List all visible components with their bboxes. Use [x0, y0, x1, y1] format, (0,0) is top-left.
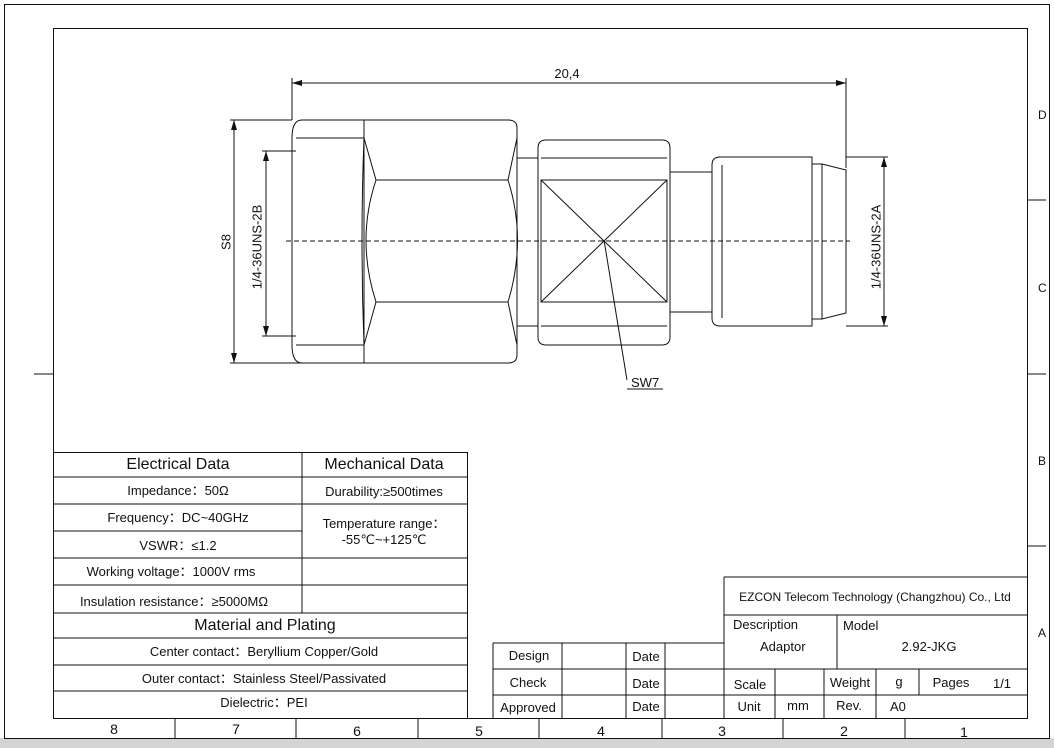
wrench-body	[537, 139, 671, 346]
spec-durability: Durability:≥500times	[325, 484, 443, 499]
spec-dielectric: Dielectric：PEI	[220, 695, 308, 710]
grid-col-8: 8	[110, 721, 118, 737]
dim-thread-right-label: 1/4-36UNS-2A	[868, 204, 884, 290]
electrical-data-title: Electrical Data	[126, 456, 230, 473]
dim-wrench-label: SW7	[631, 375, 660, 390]
title-block-lines	[723, 576, 1027, 718]
grid-col-4: 4	[597, 723, 605, 739]
spec-vswr: VSWR：≤1.2	[139, 538, 217, 553]
grid-row-c: C	[1038, 281, 1047, 295]
weight-label: Weight	[829, 675, 871, 690]
bottom-scroll-strip	[0, 738, 1054, 748]
dim-thread-left-label: 1/4-36UNS-2B	[249, 204, 265, 290]
spec-temperature-label: Temperature range：	[322, 516, 446, 531]
grid-row-d: D	[1038, 108, 1047, 122]
hex-nut	[363, 119, 518, 364]
spec-outer-contact: Outer contact：Stainless Steel/Passivated	[141, 671, 387, 686]
connector-drawing	[291, 119, 847, 390]
grid-row-a: A	[1038, 626, 1047, 640]
grid-col-1: 1	[960, 724, 968, 740]
dim-hex-label: S8	[218, 234, 234, 250]
dimension-arrows	[231, 80, 887, 363]
spec-center-contact: Center contact：Beryllium Copper/Gold	[149, 644, 379, 659]
grid-col-6: 6	[353, 723, 361, 739]
approved-date-label: Date	[632, 699, 660, 714]
grid-col-5: 5	[475, 723, 483, 739]
model-value: 2.92-JKG	[901, 639, 957, 654]
scale-label: Scale	[733, 677, 767, 692]
check-label: Check	[509, 675, 547, 690]
spec-table-lines	[53, 452, 468, 719]
dimension-lines	[230, 78, 888, 364]
weight-value: g	[895, 674, 903, 689]
rev-label: Rev.	[836, 698, 862, 713]
spec-impedance: Impedance：50Ω	[127, 483, 229, 498]
company-name: EZCON Telecom Technology (Changzhou) Co.…	[739, 590, 1011, 604]
spec-frequency: Frequency：DC~40GHz	[107, 510, 249, 525]
grid-col-2: 2	[840, 723, 848, 739]
material-plating-title: Material and Plating	[194, 617, 336, 634]
dim-length-label: 20,4	[554, 66, 580, 81]
spec-insulation: Insulation resistance：≥5000MΩ	[79, 594, 269, 609]
threaded-plug	[711, 156, 813, 327]
design-date-label: Date	[632, 649, 660, 664]
inner-frame	[53, 28, 1028, 719]
check-date-label: Date	[632, 676, 660, 691]
rev-value: A0	[890, 699, 906, 714]
grid-row-b: B	[1038, 454, 1047, 468]
outer-frame	[4, 4, 1050, 739]
spec-working-voltage: Working voltage：1000V rms	[86, 564, 256, 579]
mechanical-data-title: Mechanical Data	[324, 456, 444, 473]
approval-table-lines	[492, 642, 724, 718]
spec-temperature-value: -55℃~+125℃	[341, 532, 427, 547]
pages-label: Pages	[932, 675, 970, 690]
pages-value: 1/1	[992, 676, 1012, 691]
approved-label: Approved	[500, 700, 556, 715]
model-label: Model	[843, 618, 879, 633]
right-body	[669, 171, 713, 313]
grid-col-7: 7	[232, 721, 240, 737]
description-value: Adaptor	[760, 639, 806, 654]
unit-label: Unit	[737, 699, 761, 714]
grid-col-3: 3	[718, 723, 726, 739]
design-label: Design	[508, 648, 550, 663]
description-label: Description	[733, 617, 799, 632]
unit-value: mm	[787, 698, 809, 713]
